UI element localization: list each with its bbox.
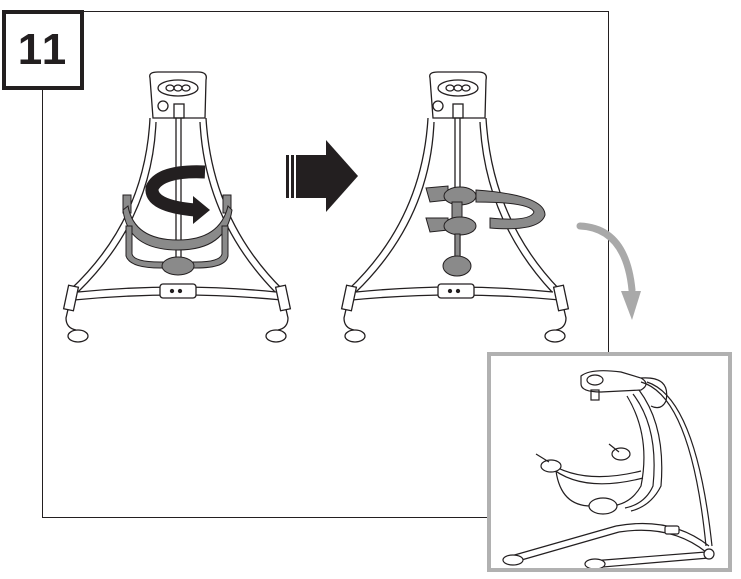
step-number: 11	[17, 25, 69, 74]
step-frame	[42, 11, 609, 518]
swing-assembled-illustration	[502, 370, 715, 570]
step-number-badge: 11	[2, 10, 84, 90]
assembled-swing-inset	[487, 352, 732, 572]
rotate-arrow-icon	[145, 165, 210, 224]
